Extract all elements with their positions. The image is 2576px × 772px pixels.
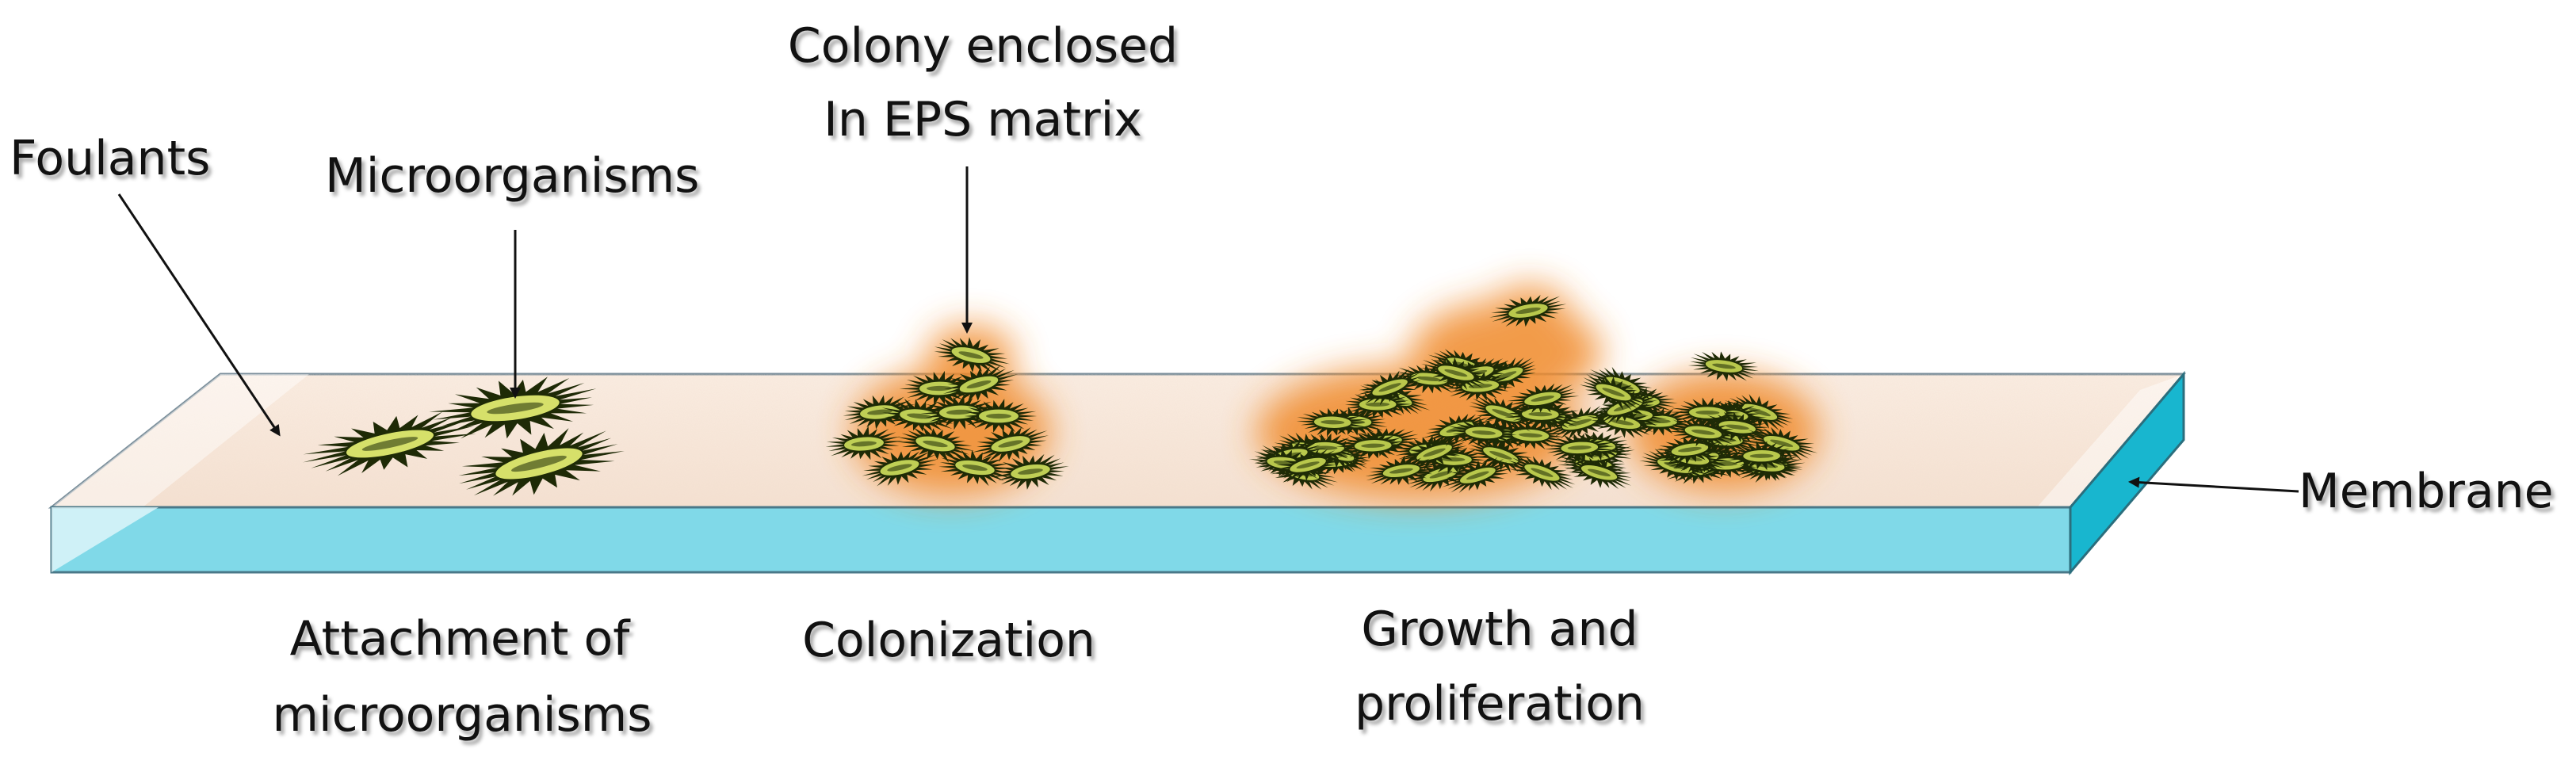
microorganism-icon <box>1701 411 1773 443</box>
label-microorganisms: Microorganisms <box>325 148 700 204</box>
microorganism-icon <box>938 449 1014 487</box>
microorganism-icon <box>934 337 1011 373</box>
microorganism-icon <box>1489 295 1567 327</box>
label-membrane: Membrane <box>2299 464 2554 519</box>
microorganism-icon <box>1493 421 1566 450</box>
microorganism-icon <box>1365 455 1439 485</box>
microorganism-icon <box>429 376 597 439</box>
microorganism-icon <box>990 453 1069 490</box>
microorganism-icon <box>1507 383 1580 413</box>
microorganism-icon <box>1579 374 1648 411</box>
microorganism-icon <box>1441 457 1513 493</box>
membrane <box>48 370 2187 576</box>
microorganism-icon <box>303 411 476 476</box>
microorganism-icon <box>1563 456 1632 490</box>
label-colony-line1: Colony enclosed <box>787 18 1179 74</box>
microorganism-icon <box>1336 432 1405 459</box>
membrane-arrow <box>2128 476 2299 493</box>
microorganism-icon <box>1271 449 1344 483</box>
microorganism-icon <box>1669 397 1744 427</box>
label-colony-line2: In EPS matrix <box>824 92 1142 147</box>
microorganism-icon <box>964 399 1038 433</box>
microorganism-icon <box>1507 456 1576 491</box>
label-foulants: Foulants <box>10 131 211 186</box>
label-attachment-line2: microorganisms <box>272 687 652 743</box>
label-colonization: Colonization <box>802 613 1095 668</box>
foulants-arrow <box>117 193 281 437</box>
microorganism-icon <box>1543 433 1616 462</box>
label-attachment-line1: Attachment of <box>289 611 630 667</box>
label-growth-line2: proliferation <box>1355 676 1645 732</box>
microorganism-icon <box>971 427 1049 462</box>
callout-arrows <box>117 166 2299 493</box>
microorganism-icon <box>862 451 938 487</box>
membrane-front-face <box>50 506 2072 574</box>
microorganism-icon <box>1667 416 1738 447</box>
membrane-side-face <box>2069 370 2185 576</box>
microorganism-group <box>303 295 1818 496</box>
microorganism-icon <box>825 426 904 461</box>
microorganism-icon <box>1420 355 1490 390</box>
label-growth-line1: Growth and <box>1361 602 1638 657</box>
microorganism-icon <box>1726 441 1799 471</box>
microorganism-icon <box>942 365 1019 403</box>
microorganism-icon <box>1447 417 1519 447</box>
microorganism-icon <box>1724 394 1794 431</box>
microorganism-icon <box>1687 351 1759 382</box>
microorganism-icon <box>1296 407 1368 437</box>
microorganism-icon <box>1354 369 1424 406</box>
microorganism-icon <box>458 428 625 496</box>
